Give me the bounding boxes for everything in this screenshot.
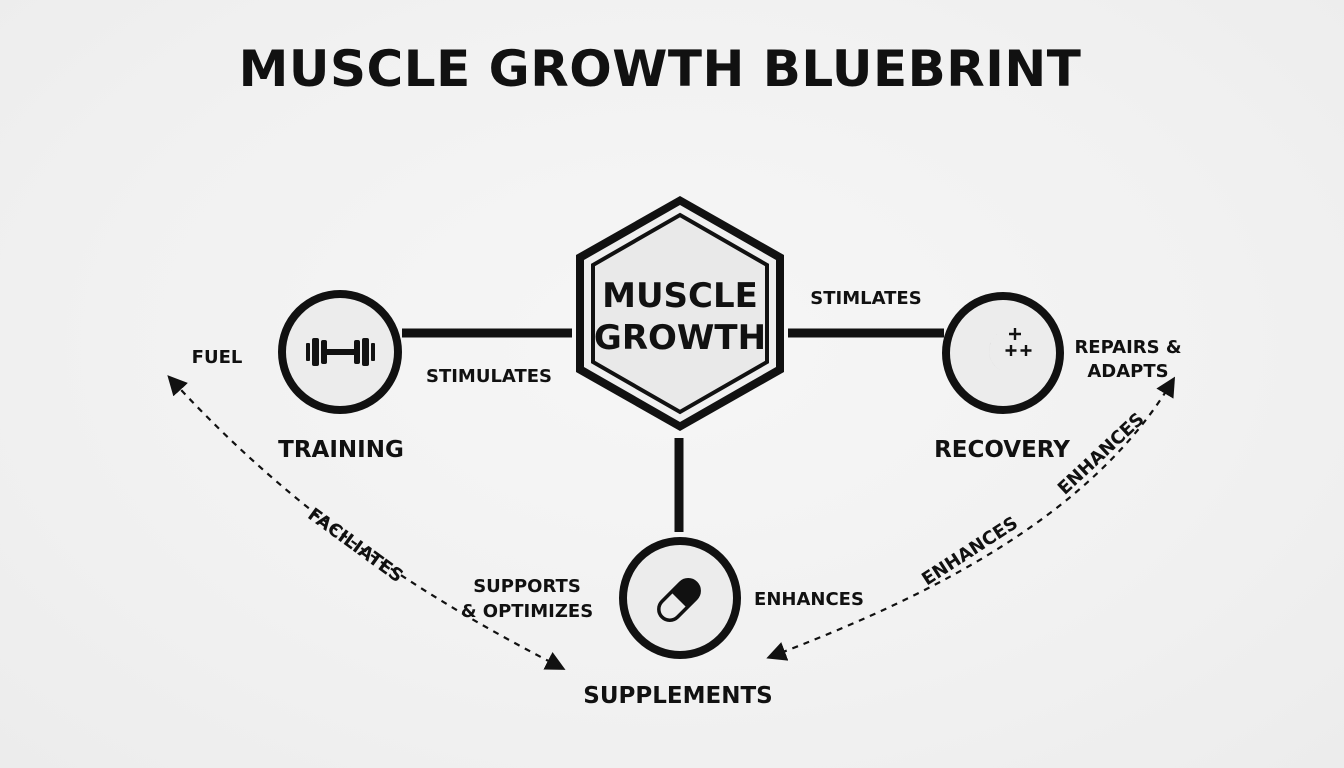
- label-recovery-stimlates: STIMLATES: [810, 288, 921, 309]
- label-supports-line2: & OPTIMIZES: [461, 601, 593, 622]
- label-fuel: FUEL: [192, 347, 243, 368]
- dumbbell-icon: [306, 338, 375, 366]
- muscle-growth-hexagon: MUSCLE GROWTH: [576, 196, 784, 431]
- dashed-arrow-training-supplements: [167, 375, 566, 670]
- recovery-node: RECOVERY: [934, 292, 1070, 463]
- supplements-node: SUPPLEMENTS: [583, 537, 773, 709]
- page-title: MUSCLE GROWTH BLUEBRINT: [239, 40, 1082, 98]
- label-supplements-enhances: ENHANCES: [754, 589, 864, 610]
- label-repairs-line2: ADAPTS: [1087, 361, 1168, 382]
- label-faciliates: FACILIATES: [304, 504, 407, 587]
- label-repairs-line1: REPAIRS &: [1074, 337, 1181, 358]
- label-training-stimulates: STIMULATES: [426, 366, 552, 387]
- recovery-label: RECOVERY: [934, 437, 1070, 463]
- supplements-label: SUPPLEMENTS: [583, 683, 772, 709]
- center-label-line2: GROWTH: [594, 318, 766, 358]
- center-label-line1: MUSCLE: [602, 276, 758, 316]
- training-node: TRAINING: [278, 290, 404, 463]
- dashed-arrow-recovery-supplements: [766, 376, 1176, 661]
- label-supports-line1: SUPPORTS: [473, 576, 581, 597]
- label-enhances-lower: ENHANCES: [918, 513, 1022, 590]
- pill-icon: [657, 578, 701, 622]
- training-label: TRAINING: [278, 437, 404, 463]
- moon-stars-icon: [989, 328, 1032, 373]
